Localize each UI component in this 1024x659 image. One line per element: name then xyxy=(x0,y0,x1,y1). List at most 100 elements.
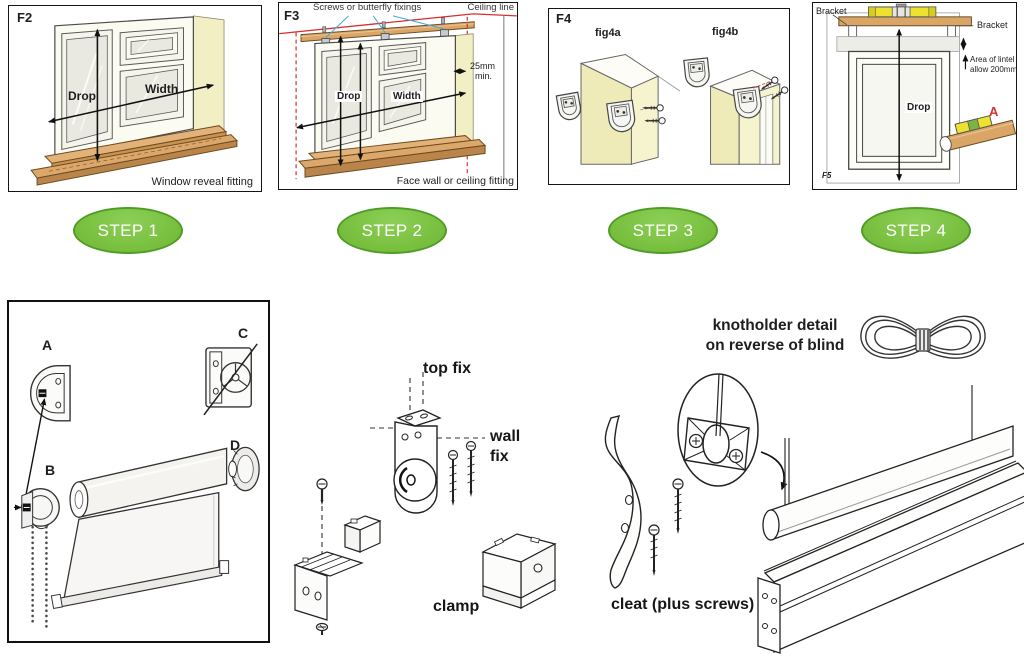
step-2-badge: STEP 2 xyxy=(337,207,447,254)
f4-illustration xyxy=(555,53,789,165)
angle-bracket xyxy=(293,515,382,621)
chain-control xyxy=(13,488,60,530)
width-label: Width xyxy=(391,91,423,102)
screw-icon-cleat-2 xyxy=(648,524,660,576)
screws-note: Screws or butterfly fixings xyxy=(313,2,422,13)
bottom-rail xyxy=(50,560,230,610)
leader-lines xyxy=(325,15,444,38)
screw-icon-2 xyxy=(465,440,477,497)
gap-label-2: min. xyxy=(475,71,493,81)
screw-guide-b xyxy=(752,80,771,89)
angled-batten xyxy=(939,115,1016,152)
guide-dashes xyxy=(370,372,485,439)
step-3-label: STEP 3 xyxy=(632,220,694,240)
pointer-arrow xyxy=(21,398,47,513)
panel-f3: F3 Screws or butterfly fixings Ceiling l… xyxy=(278,2,518,190)
lintel-arrows xyxy=(960,37,969,70)
lintel-note-1: Area of lintel xyxy=(970,55,1015,64)
figure-id: F4 xyxy=(556,11,572,26)
step-4-label: STEP 4 xyxy=(885,220,947,240)
figure-id: F2 xyxy=(17,10,33,25)
knotholder-label-2: on reverse of blind xyxy=(705,337,845,354)
drop-label: Drop xyxy=(335,91,363,102)
screw-icon-b1 xyxy=(760,76,779,90)
fittings-diagram: top fix wall fix clamp xyxy=(285,340,577,659)
clamp-channel xyxy=(481,533,557,609)
top-fix-label: top fix xyxy=(423,360,471,377)
pulley xyxy=(393,458,437,502)
hem-tube xyxy=(762,425,1014,541)
screw-icon-a1 xyxy=(642,104,664,112)
panel-f4: F4 fig4a fig4b xyxy=(548,8,790,185)
assembly-diagram-box: A B C D xyxy=(7,300,270,643)
fixing-batten xyxy=(300,17,475,43)
part-b-label: B xyxy=(45,462,56,478)
panel-f2: F2 Drop Width Window reveal fitting xyxy=(8,5,262,192)
f2-illustration xyxy=(30,15,238,186)
bottom-rail-3d xyxy=(757,460,1024,654)
drop-label: Drop xyxy=(68,89,96,103)
width-arrow xyxy=(296,91,467,130)
f5-illustration xyxy=(826,3,1016,184)
clamp-label: clamp xyxy=(433,598,480,615)
knotholder xyxy=(683,373,750,471)
cleat-label: cleat (plus screws) xyxy=(611,596,755,613)
fig4b-label: fig4b xyxy=(712,26,739,38)
width-arrow xyxy=(47,83,215,124)
magnifier-circle xyxy=(677,373,759,487)
fittings-illustration xyxy=(293,372,557,635)
step-3-badge: STEP 3 xyxy=(608,207,718,254)
spirit-level-icon xyxy=(868,3,937,18)
screw-icon-cleat-1 xyxy=(672,478,684,534)
batten-label-a: A xyxy=(989,104,999,119)
bracket-icon-a1 xyxy=(555,91,582,121)
pointer-arrow xyxy=(760,451,788,491)
wall-fix-label-1: wall xyxy=(490,428,521,445)
fig4a-label: fig4a xyxy=(595,27,621,39)
step-4-badge: STEP 4 xyxy=(861,207,971,254)
assembly-illustration xyxy=(13,343,260,630)
wall-corner-a xyxy=(579,53,681,165)
panel-caption: Face wall or ceiling fitting xyxy=(396,175,514,188)
bracket-icon-a2 xyxy=(606,99,636,133)
ceiling-note: Ceiling line xyxy=(467,2,514,13)
bracket-label-left: Bracket xyxy=(816,6,847,16)
ceiling-line xyxy=(279,13,517,35)
bracket-label-right: Bracket xyxy=(977,20,1008,30)
knotholder-label-1: knotholder detail xyxy=(712,317,838,334)
screw-icon-bottom xyxy=(315,622,329,635)
screw-icon-top xyxy=(316,478,328,505)
figure-id: F5 xyxy=(822,171,832,181)
part-c-label: C xyxy=(238,325,249,341)
lintel-band xyxy=(836,36,960,52)
cord-line xyxy=(715,373,720,437)
screw-icon-b2 xyxy=(770,86,789,100)
bracket-a xyxy=(29,364,71,422)
part-d-label: D xyxy=(230,437,241,453)
step-1-badge: STEP 1 xyxy=(73,207,183,254)
window-sill xyxy=(30,125,238,186)
step-1-label: STEP 1 xyxy=(97,220,159,240)
end-cap-d xyxy=(228,446,260,492)
gap-label-1: 25mm xyxy=(470,61,496,71)
cord-bow xyxy=(860,315,986,359)
screw-icon-1 xyxy=(447,449,459,506)
window-sill xyxy=(298,135,487,178)
bracket-icon-b2 xyxy=(732,85,762,119)
bracket-c xyxy=(203,343,258,416)
bracket-icon-b1 xyxy=(683,57,710,88)
panel-f5: Bracket Bracket Area of lintel allow 200… xyxy=(812,2,1017,190)
fix-bracket xyxy=(393,409,442,514)
screw-icon-a2 xyxy=(644,117,666,125)
step-2-label: STEP 2 xyxy=(361,220,423,240)
drop-label: Drop xyxy=(905,102,933,113)
cord-parts-diagram: knotholder detail on reverse of blind cl… xyxy=(575,290,1024,659)
figure-id: F3 xyxy=(284,8,300,23)
wall-fix-label-2: fix xyxy=(490,448,509,465)
panel-caption: Window reveal fitting xyxy=(151,175,254,188)
blind-cords xyxy=(784,385,973,505)
roller-tube xyxy=(69,447,228,519)
cord-line xyxy=(719,373,724,437)
lintel-note-2: allow 200mm xyxy=(970,65,1017,74)
